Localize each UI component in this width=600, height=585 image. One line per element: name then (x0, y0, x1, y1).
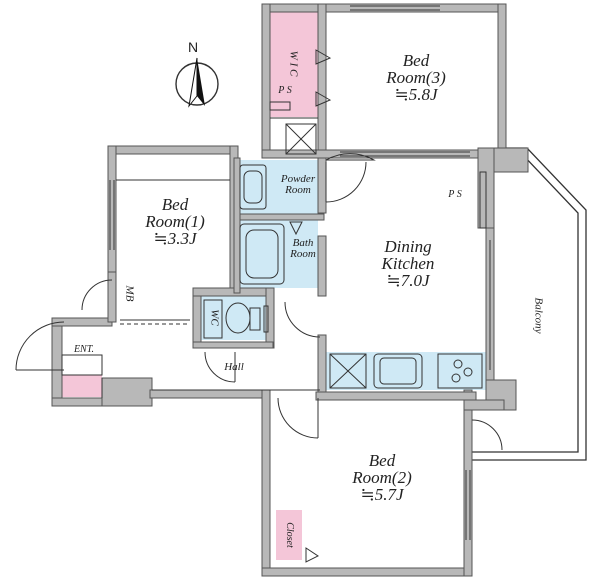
bedroom1-name2: Room(1) (145, 212, 205, 231)
wic-label: W I C (287, 50, 300, 77)
bath-name: Bath (292, 237, 314, 249)
ps-right-label: P S (448, 189, 462, 200)
ps-top-label: P S (278, 85, 292, 96)
powder-name2: Room (285, 184, 311, 196)
powder-room-label: Powder Room (268, 174, 328, 196)
bedroom3-label: Bed Room(3) ≒5.8J (356, 52, 476, 103)
powder-room-fill (238, 160, 318, 215)
bedroom1-name: Bed (161, 195, 189, 214)
hall-label: Hall (224, 361, 244, 373)
dining-kitchen-label: Dining Kitchen ≒7.0J (348, 238, 468, 289)
bedroom3-name: Bed (402, 51, 430, 70)
wc-label: WC (208, 309, 221, 326)
compass-letter: N (187, 39, 199, 55)
entrance-storage-fill (62, 375, 102, 397)
dining-name2: Kitchen (381, 254, 435, 273)
walk-in-closet-fill (265, 12, 320, 117)
bedroom2-name2: Room(2) (352, 468, 412, 487)
bedroom3-name2: Room(3) (386, 68, 446, 87)
entrance-label: ENT. (73, 344, 95, 355)
bath-name2: Room (290, 248, 316, 260)
dining-size: ≒7.0J (386, 271, 430, 290)
walls (51, 3, 529, 577)
closet-fill (276, 510, 302, 560)
compass (175, 57, 219, 108)
bedroom1-label: Bed Room(1) ≒3.3J (120, 196, 230, 247)
balcony-label: Balcony (532, 297, 545, 334)
closet-label: Closet (284, 522, 295, 548)
powder-name: Powder (280, 173, 316, 185)
bath-room-label: Bath Room (280, 238, 326, 260)
mb-label: MB (123, 285, 136, 302)
bedroom2-label: Bed Room(2) ≒5.7J (322, 452, 442, 503)
bedroom1-size: ≒3.3J (153, 229, 197, 248)
north-arrow-icon (197, 58, 205, 106)
bedroom3-size: ≒5.8J (394, 85, 438, 104)
bedroom2-size: ≒5.7J (360, 485, 404, 504)
fixtures (15, 5, 503, 563)
bedroom2-name: Bed (368, 451, 396, 470)
dining-name: Dining (384, 237, 432, 256)
